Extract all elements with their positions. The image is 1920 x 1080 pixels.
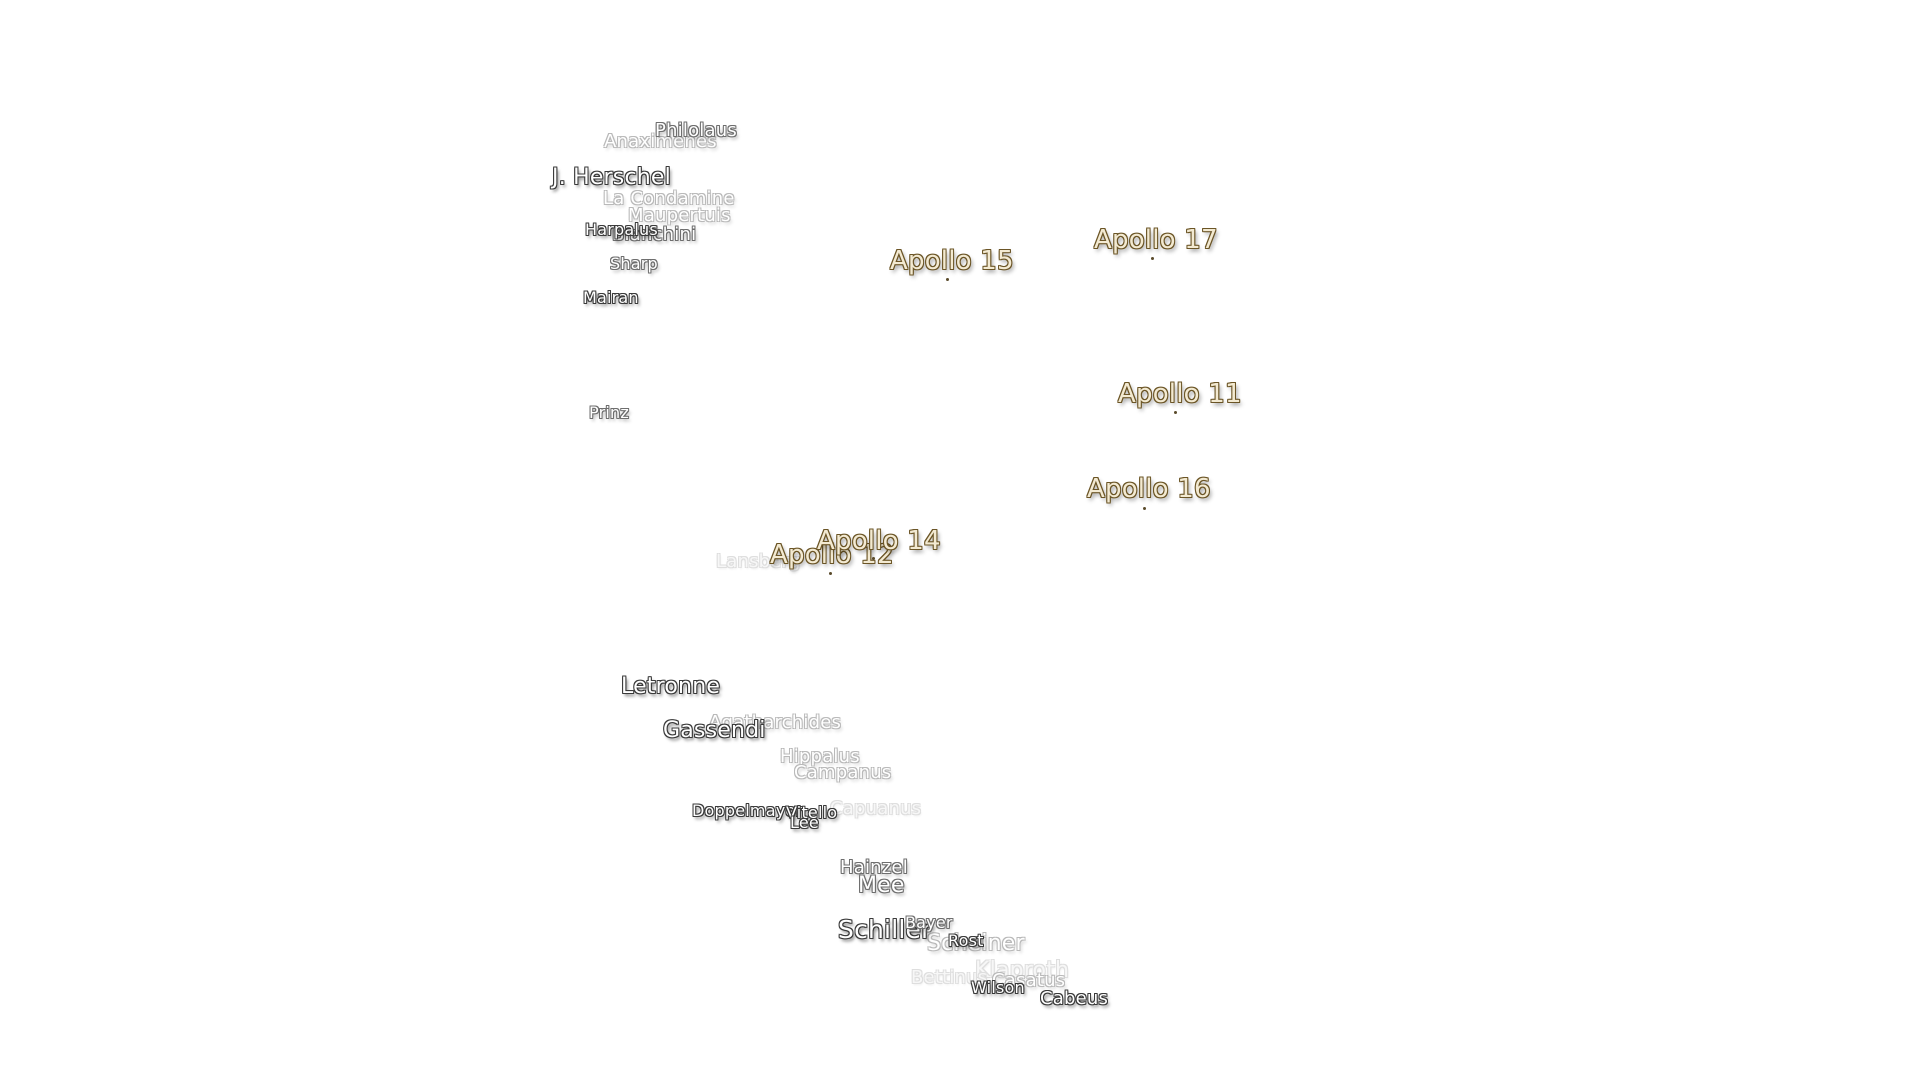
crater-label-wilson: Wilson [971,978,1025,997]
crater-label-letronne: Letronne [621,674,721,699]
crater-label-prinz: Prinz [589,403,629,422]
crater-label-scheiner: Scheiner [927,931,1025,956]
apollo-12-site-marker[interactable] [829,572,832,575]
crater-label-klaproth: Klaproth [975,958,1070,983]
crater-label-cabeus: Cabeus [1040,988,1109,1009]
crater-label-j-herschel: J. Herschel [552,165,671,190]
crater-label-gassendi: Gassendi [663,718,766,743]
crater-label-capuanus: Capuanus [830,798,922,819]
crater-label-bianchini: Bianchini [612,224,697,245]
crater-label-campanus: Campanus [794,762,892,783]
apollo-15-label: Apollo 15 [890,246,1014,276]
apollo-17-label: Apollo 17 [1094,225,1218,255]
crater-label-rost: Rost [948,931,984,950]
crater-label-sharp: Sharp [610,254,658,273]
apollo-14-site-marker[interactable] [872,557,875,560]
apollo-14-label: Apollo 14 [817,526,941,556]
crater-label-vitello: Vitello [786,803,838,822]
apollo-12-label: Apollo 12 [770,540,894,570]
crater-label-maupertuis: Maupertuis [628,205,731,226]
crater-label-schiller: Schiller [838,915,932,944]
crater-label-lansberg: Lansberg [716,551,801,572]
crater-label-harpalus: Harpalus [585,220,658,239]
apollo-17-site-marker[interactable] [1151,257,1154,260]
crater-label-la-condamine: La Condamine [603,188,735,209]
crater-label-hippalus: Hippalus [780,746,860,767]
crater-label-philolaus: Philolaus [655,120,737,141]
crater-label-mairan: Mairan [583,288,639,307]
apollo-15-site-marker[interactable] [946,278,949,281]
crater-label-lee: Lee [790,813,819,832]
apollo-11-label: Apollo 11 [1118,379,1242,409]
crater-label-mee: Mee [858,873,905,898]
crater-label-hainzel: Hainzel [840,857,908,878]
apollo-11-site-marker[interactable] [1174,411,1177,414]
crater-label-bettinus: Bettinus [911,967,988,988]
apollo-16-site-marker[interactable] [1143,507,1146,510]
crater-label-bayer: Bayer [905,913,953,932]
crater-label-agatharchides: Agatharchides [709,712,842,733]
crater-label-anaximenes: Anaximenes [604,131,717,152]
apollo-16-label: Apollo 16 [1087,474,1211,504]
crater-label-casatus: Casatus [992,970,1066,991]
crater-label-doppelmayer: Doppelmayer [692,801,803,820]
